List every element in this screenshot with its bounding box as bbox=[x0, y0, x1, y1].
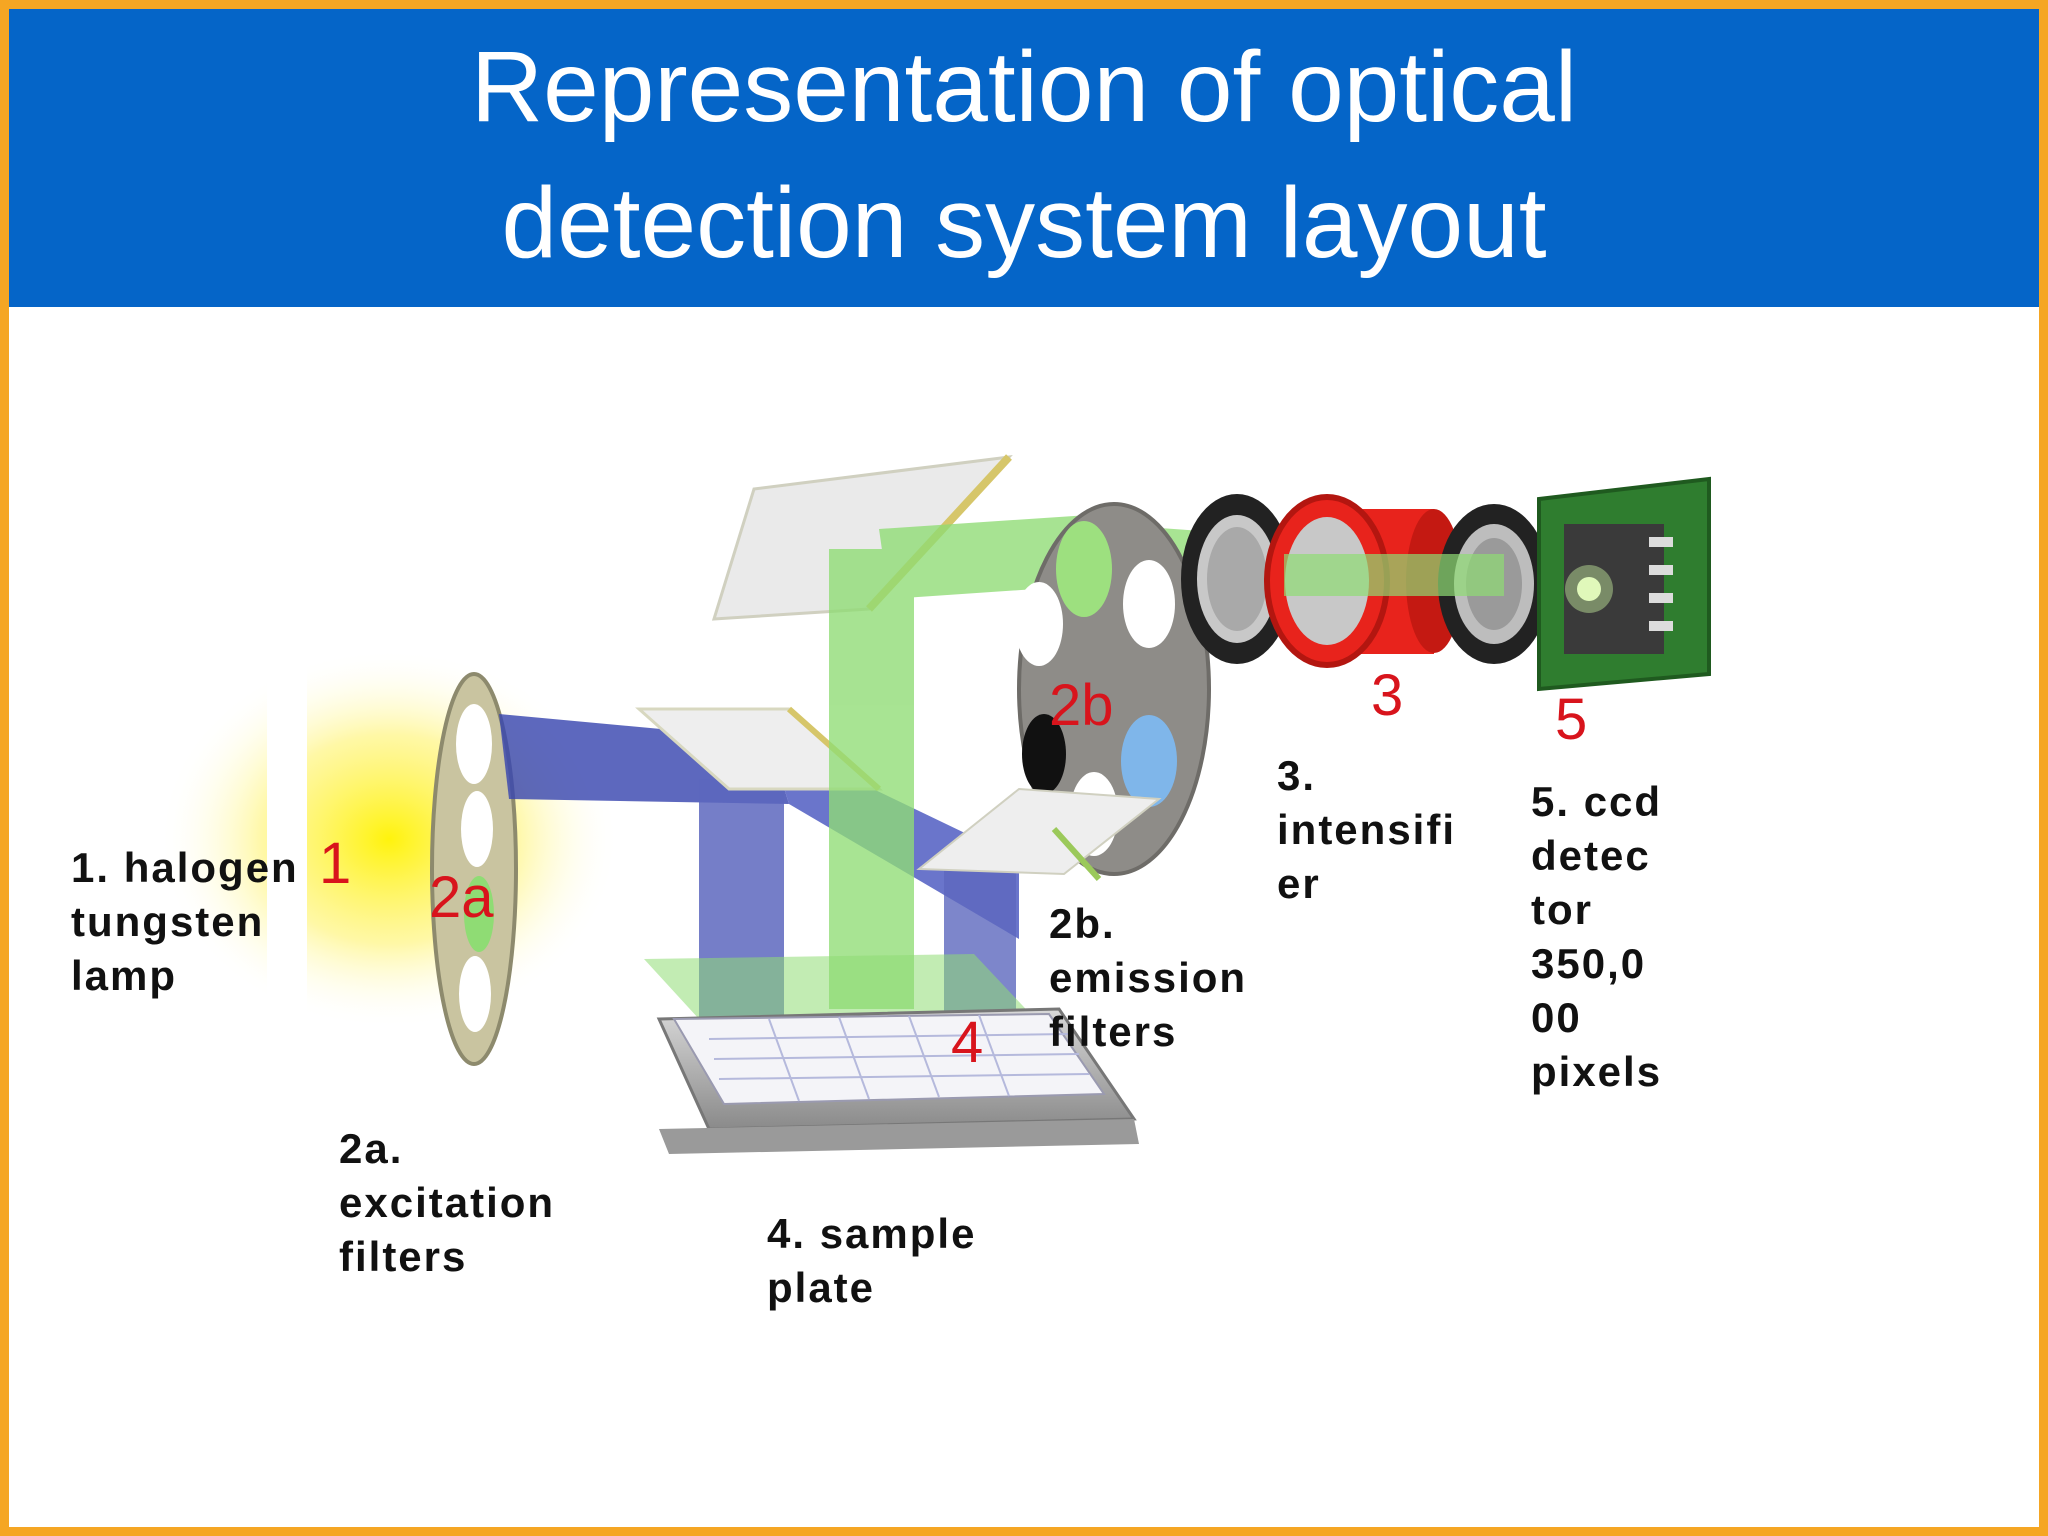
intensifier bbox=[1181, 494, 1550, 668]
label-intensifier: 3. intensifi er bbox=[1277, 752, 1457, 907]
excitation-filter-wheel bbox=[430, 672, 518, 1066]
number-lamp: 1 bbox=[319, 831, 352, 896]
number-excitation-filters: 2a bbox=[429, 865, 494, 930]
label-sample-plate: 4. sample plate bbox=[767, 1210, 977, 1311]
emission-filter-mount bbox=[916, 787, 1162, 882]
optical-layout-diagram bbox=[159, 454, 1711, 1154]
sample-plate bbox=[644, 954, 1139, 1154]
number-ccd-detector: 5 bbox=[1555, 687, 1588, 752]
slide-title: Representation of optical detection syst… bbox=[470, 31, 1578, 279]
slide: Representation of optical detection syst… bbox=[9, 9, 2039, 1527]
number-sample-plate: 4 bbox=[951, 1010, 984, 1075]
label-ccd-detector: 5. ccd detec tor 350,0 00 pixels bbox=[1531, 778, 1663, 1095]
label-emission-filters: 2b. emission filters bbox=[1049, 900, 1248, 1055]
number-intensifier: 3 bbox=[1371, 663, 1404, 728]
label-excitation-filters: 2a. excitation filters bbox=[339, 1125, 556, 1280]
title-bar: Representation of optical detection syst… bbox=[9, 9, 2039, 307]
label-lamp: 1. halogen tungsten lamp bbox=[71, 844, 299, 999]
ccd-detector bbox=[1537, 476, 1711, 692]
number-emission-filters: 2b bbox=[1049, 673, 1114, 738]
